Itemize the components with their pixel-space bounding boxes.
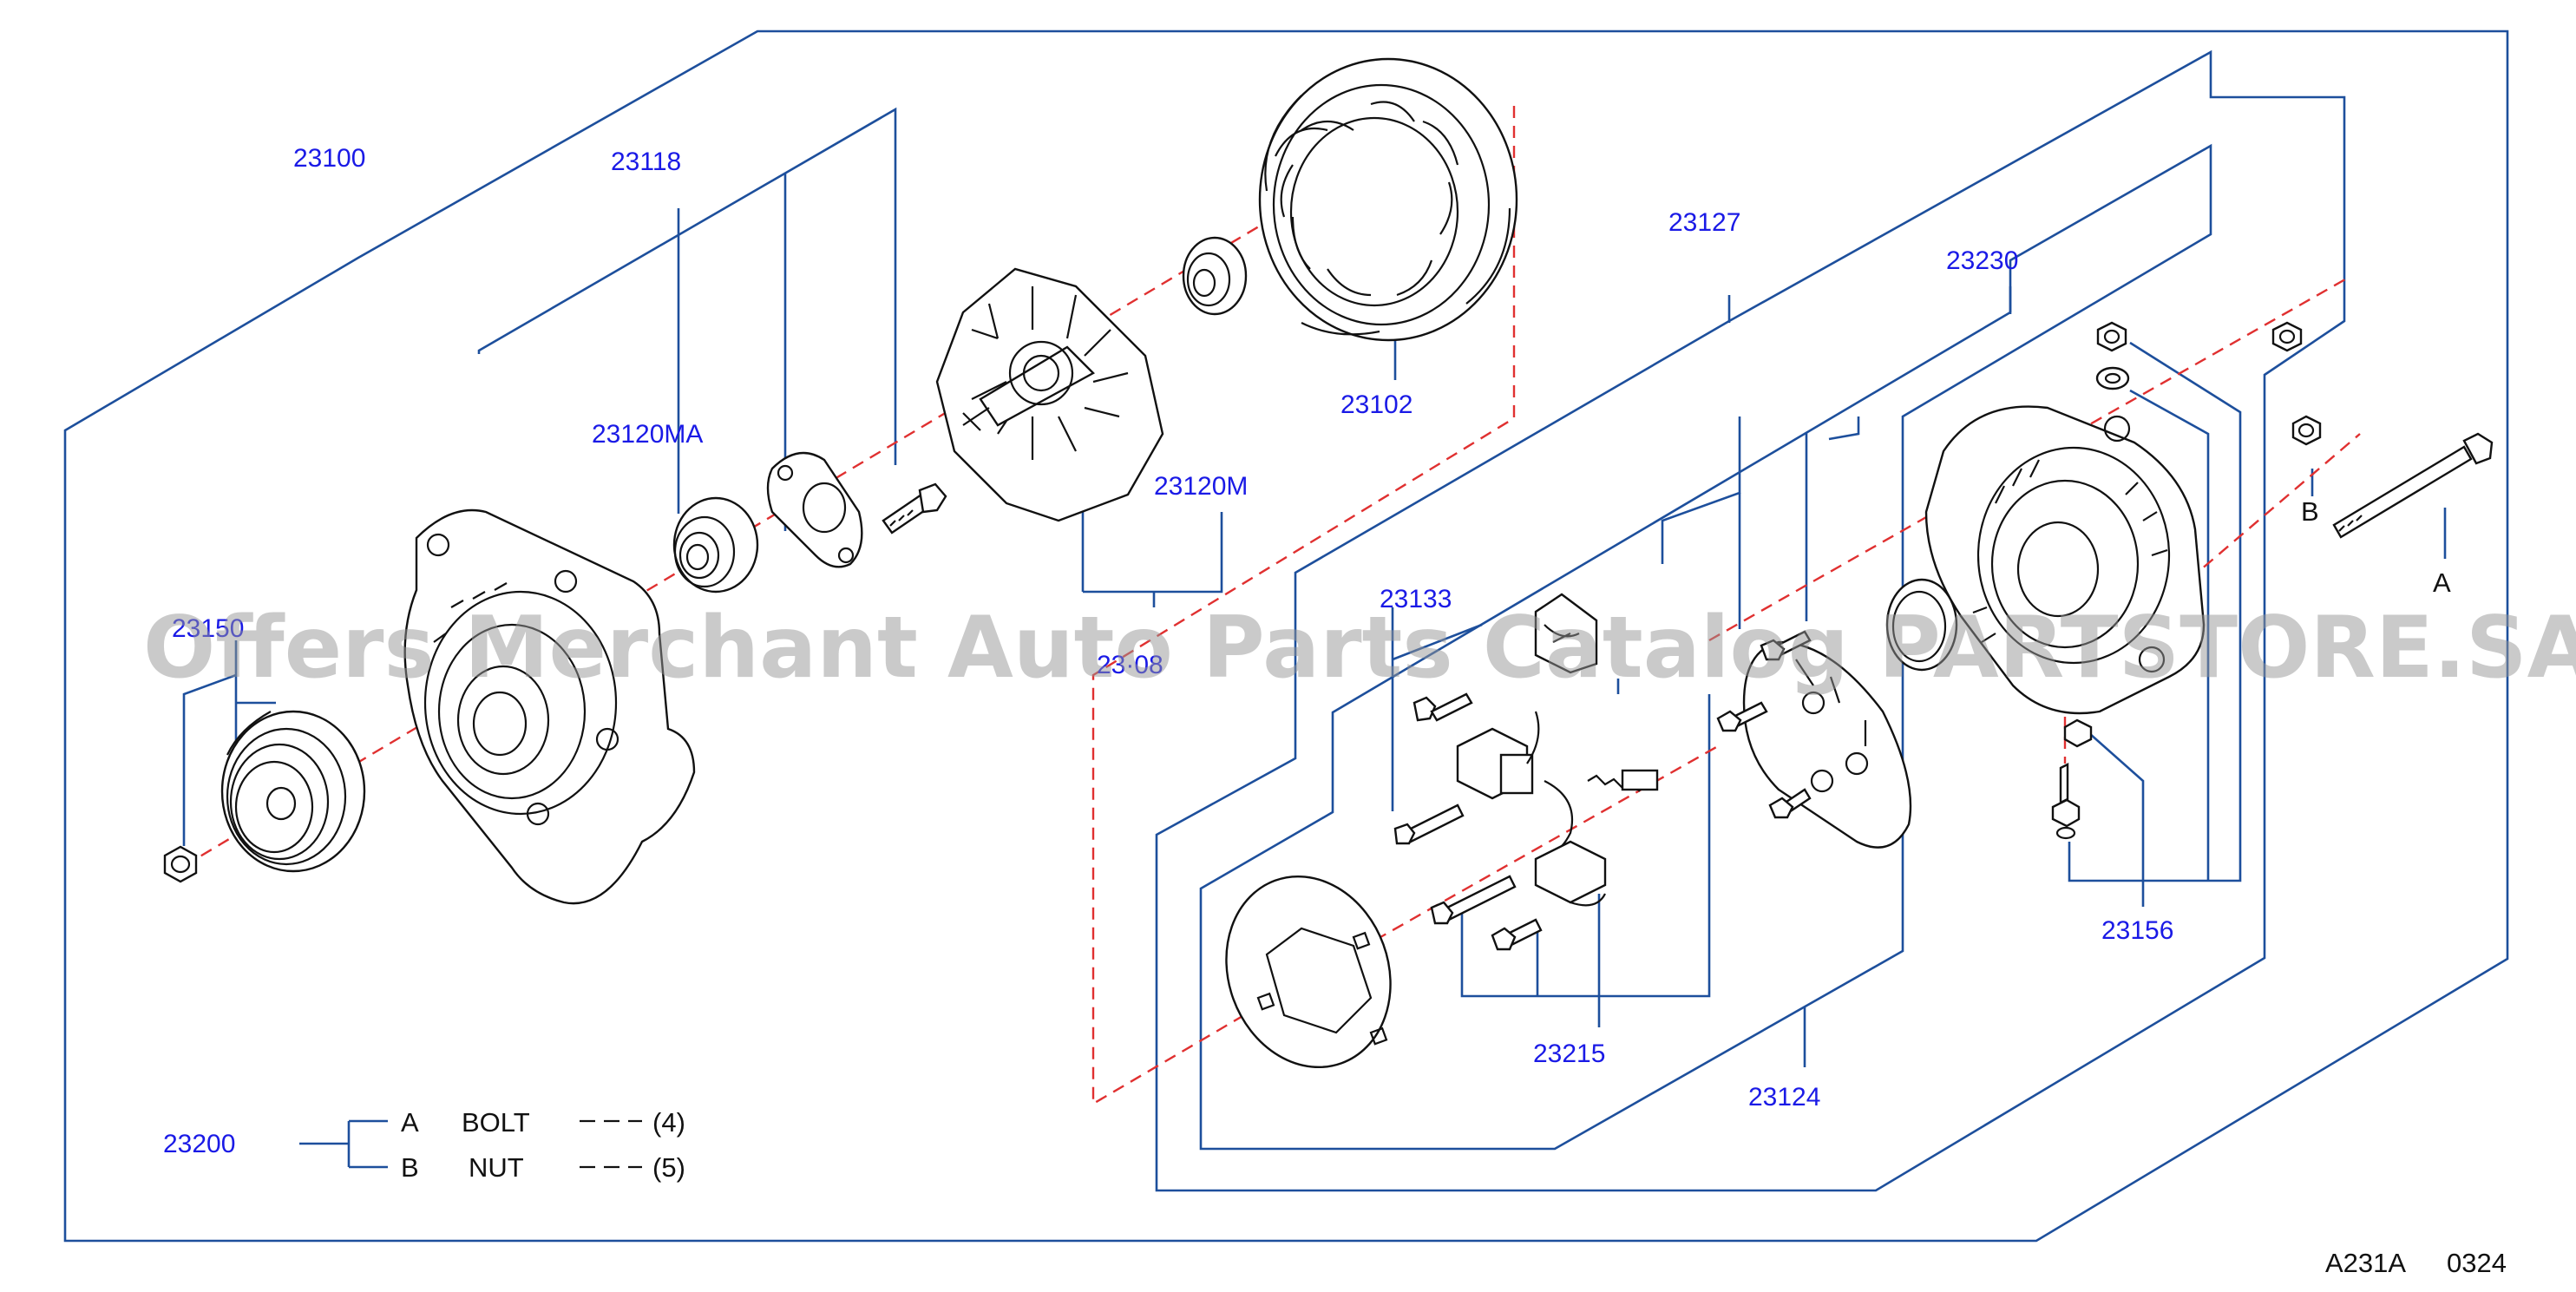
pulley-icon [220, 710, 366, 873]
part-label-23118[interactable]: 23118 [611, 148, 682, 176]
regulator-screw-icon [1430, 875, 1543, 951]
legend-dashes [580, 1119, 642, 1169]
watermark-text: Offers Merchant Auto Parts Catalog PARTS… [143, 599, 2576, 698]
part-label-23133[interactable]: 23133 [1380, 585, 1452, 613]
part-label-23127[interactable]: 23127 [1668, 208, 1741, 237]
part-label-23156[interactable]: 23156 [2101, 916, 2174, 945]
rear-housing-icon [1924, 405, 2206, 715]
stator-icon [1258, 57, 1518, 342]
rotor-icon [935, 267, 1164, 522]
part-label-23108[interactable]: 23·08 [1097, 651, 1163, 679]
legend-row-b-name: NUT [469, 1152, 524, 1183]
legend-row-a-name: BOLT [462, 1107, 530, 1138]
part-drawings [163, 57, 2494, 1069]
rectifier-bolt-icon [1716, 630, 1812, 819]
brush-spring-icon [1587, 769, 1659, 792]
brush-screw-icon [1393, 692, 1473, 845]
page-code: 0324 [2447, 1248, 2507, 1278]
terminal-bolt-icon [2051, 763, 2081, 840]
legend-row-a-qty: (4) [652, 1107, 685, 1138]
part-label-23230[interactable]: 23230 [1946, 246, 2019, 275]
through-bolt-icon [2332, 432, 2494, 539]
part-label-23100[interactable]: 23100 [293, 144, 366, 173]
regulator-icon [1534, 840, 1607, 907]
insulator-plate-icon [1225, 875, 1392, 1069]
marker-b: B [2301, 496, 2319, 527]
legend-part-label[interactable]: 23200 [163, 1130, 236, 1158]
legend-row-b-key: B [401, 1152, 419, 1183]
diagram-code: A231A [2325, 1248, 2407, 1278]
part-label-23150[interactable]: 23150 [172, 614, 245, 643]
part-label-23120M[interactable]: 23120M [1154, 472, 1249, 501]
rear-bearing-icon [1182, 236, 1248, 316]
part-label-23124[interactable]: 23124 [1748, 1083, 1821, 1112]
part-label-23215[interactable]: 23215 [1533, 1040, 1606, 1068]
legend-row-b-qty: (5) [652, 1152, 685, 1183]
front-bearing-icon [672, 496, 759, 594]
plate-screw-icon [882, 482, 947, 535]
brush-holder-icon [1456, 593, 1598, 852]
marker-a: A [2433, 567, 2451, 598]
nut-icon [2063, 321, 2322, 748]
front-housing-icon [403, 508, 696, 905]
legend-row-a-key: A [401, 1107, 419, 1138]
seal-ring-icon [1885, 578, 1958, 672]
retainer-plate-icon [766, 451, 863, 568]
leader-lines [63, 30, 2509, 1243]
pulley-nut-icon [163, 845, 198, 883]
part-label-23102[interactable]: 23102 [1340, 390, 1413, 419]
rectifier-icon [1742, 640, 1912, 849]
part-label-23120MA[interactable]: 23120MA [592, 420, 704, 449]
